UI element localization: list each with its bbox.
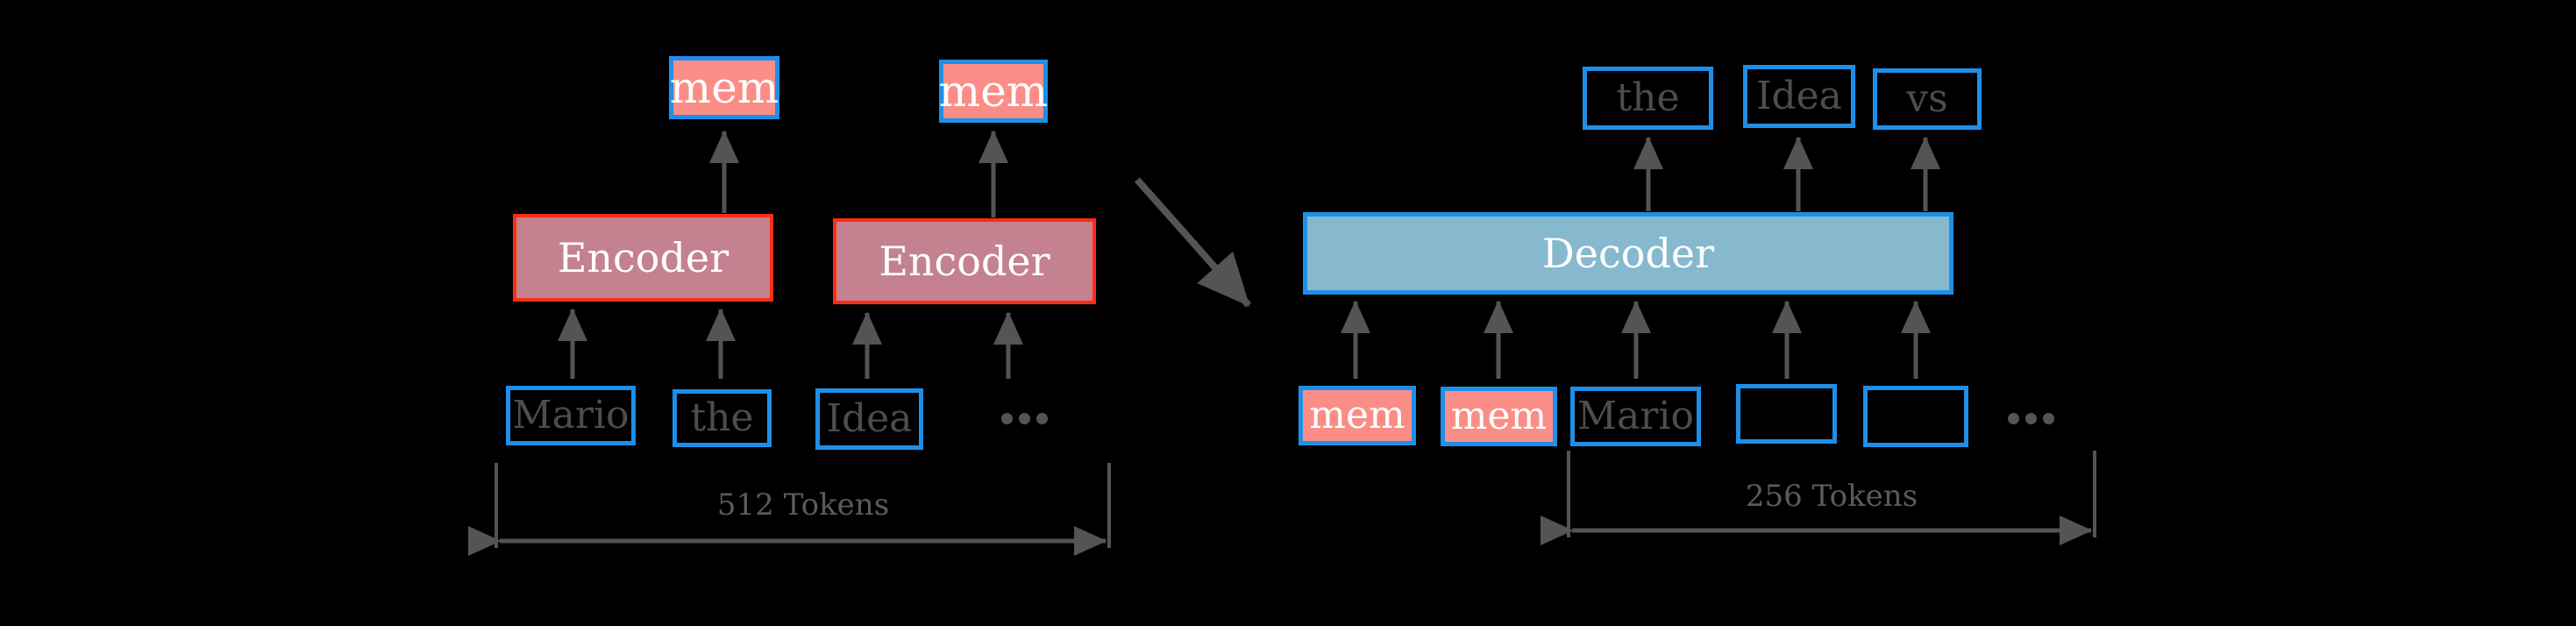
- encoder-input-token-1-label: Mario: [512, 393, 630, 437]
- encoder-memory-output-1[interactable]: mem: [669, 56, 779, 119]
- encoder-block-2[interactable]: Encoder: [833, 218, 1096, 304]
- decoder-input-memory-2-label: mem: [1450, 394, 1548, 438]
- decoder-input-memory-1-label: mem: [1309, 393, 1405, 437]
- decoder-output-token-1[interactable]: the: [1583, 67, 1713, 130]
- decoder-input-token-3-label: Mario: [1577, 394, 1694, 438]
- decoder-input-token-4[interactable]: [1736, 384, 1837, 444]
- encoder-input-token-1[interactable]: Mario: [506, 386, 636, 445]
- encoder-input-ellipsis-icon: [1001, 413, 1048, 424]
- decoder-input-memory-2[interactable]: mem: [1441, 387, 1557, 446]
- decoder-block-label: Decoder: [1541, 230, 1715, 277]
- decoder-output-token-3[interactable]: vs: [1873, 68, 1982, 130]
- decoder-output-token-2[interactable]: Idea: [1743, 65, 1855, 128]
- decoder-input-ellipsis-icon: [2008, 413, 2054, 424]
- decoder-output-token-2-label: Idea: [1756, 74, 1842, 118]
- encoder-memory-output-2-label: mem: [938, 66, 1049, 117]
- encoder-block-2-label: Encoder: [879, 238, 1050, 285]
- encoder-block-1[interactable]: Encoder: [513, 214, 773, 302]
- decoder-output-token-1-label: the: [1616, 75, 1680, 120]
- decoder-block[interactable]: Decoder: [1303, 212, 1953, 295]
- encoder-dimension-label: 512 Tokens: [716, 487, 890, 523]
- decoder-input-token-5[interactable]: [1863, 386, 1968, 447]
- encoder-memory-output-1-label: mem: [669, 62, 779, 113]
- encoder-input-token-3[interactable]: Idea: [815, 388, 923, 450]
- encoder-input-token-3-label: Idea: [826, 396, 913, 441]
- encoder-memory-output-2[interactable]: mem: [939, 60, 1048, 123]
- decoder-output-token-3-label: vs: [1906, 76, 1948, 121]
- decoder-input-memory-1[interactable]: mem: [1299, 386, 1416, 445]
- encoder-input-token-2-label: the: [690, 395, 754, 440]
- decoder-input-token-3[interactable]: Mario: [1570, 387, 1701, 446]
- decoder-dimension-label: 256 Tokens: [1745, 479, 1918, 514]
- encoder-input-token-2[interactable]: the: [672, 389, 772, 447]
- encoder-block-1-label: Encoder: [557, 234, 729, 281]
